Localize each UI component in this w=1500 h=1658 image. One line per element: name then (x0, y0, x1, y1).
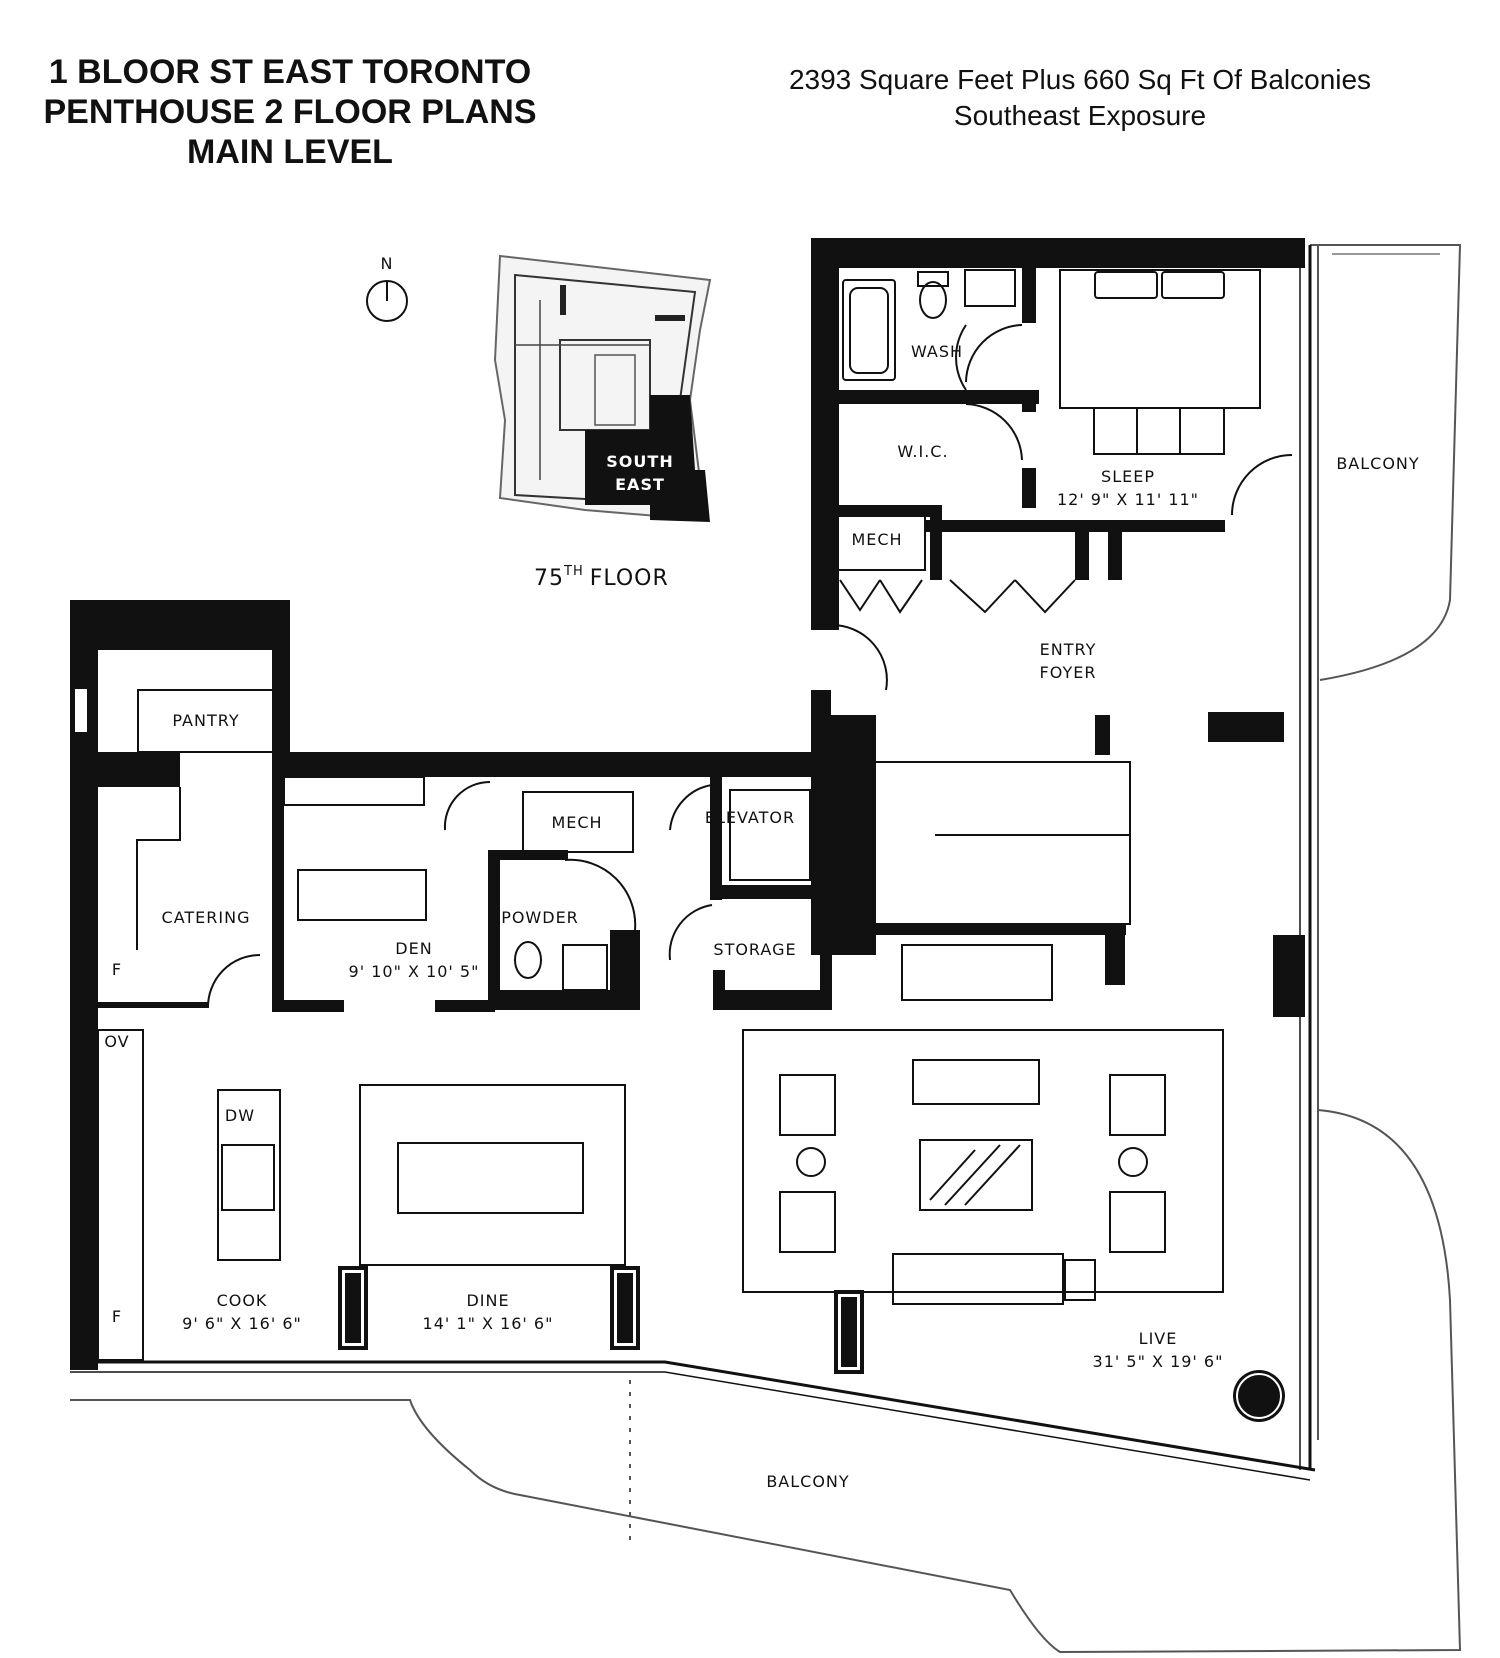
plan-title: 1 BLOOR ST EAST TORONTO PENTHOUSE 2 FLOO… (20, 52, 560, 172)
label-fridge-top: F (112, 960, 122, 979)
title-line-unit: PENTHOUSE 2 FLOOR PLANS (43, 93, 537, 131)
label-balcony-east: BALCONY (1336, 454, 1419, 473)
north-arrow-icon (366, 280, 408, 322)
label-dine: DINE (466, 1291, 509, 1310)
label-elevator: ELEVATOR (705, 808, 795, 827)
keyplan-unit-line2: EAST (615, 475, 665, 494)
keyplan-unit-line1: SOUTH (606, 452, 673, 471)
label-sleep: SLEEP (1101, 467, 1155, 486)
label-foyer: FOYER (1040, 663, 1097, 682)
walls (70, 238, 1305, 1422)
label-mech-upper: MECH (851, 530, 902, 549)
label-live-dim: 31' 5" X 19' 6" (1093, 1352, 1224, 1371)
label-mech-lower: MECH (551, 813, 602, 832)
door-swings (206, 324, 1293, 1009)
exterior-windows (70, 245, 1316, 1481)
label-wash: WASH (911, 342, 963, 361)
title-line-level: MAIN LEVEL (187, 133, 393, 171)
label-entry: ENTRY (1040, 640, 1097, 659)
label-oven: OV (104, 1032, 129, 1051)
label-balcony-south: BALCONY (766, 1472, 849, 1491)
plan-subtitle: 2393 Square Feet Plus 660 Sq Ft Of Balco… (760, 62, 1400, 134)
label-sleep-dim: 12' 9" X 11' 11" (1057, 490, 1199, 509)
label-dishwasher: DW (225, 1106, 255, 1125)
fixtures (97, 269, 1261, 1361)
label-wic: W.I.C. (897, 442, 948, 461)
label-powder: POWDER (501, 908, 579, 927)
label-cook: COOK (217, 1291, 268, 1310)
subtitle-area: 2393 Square Feet Plus 660 Sq Ft Of Balco… (788, 64, 1372, 95)
keyplan-building-icon (493, 254, 712, 522)
label-pantry: PANTRY (172, 711, 239, 730)
label-storage: STORAGE (713, 940, 796, 959)
north-label: N (381, 254, 394, 273)
label-catering: CATERING (162, 908, 251, 927)
title-line-address: 1 BLOOR ST EAST TORONTO (48, 53, 532, 91)
label-den-dim: 9' 10" X 10' 5" (349, 962, 480, 981)
label-den: DEN (395, 939, 432, 958)
label-dine-dim: 14' 1" X 16' 6" (423, 1314, 554, 1333)
label-fridge-bottom: F (112, 1307, 122, 1326)
label-cook-dim: 9' 6" X 16' 6" (182, 1314, 302, 1333)
label-live: LIVE (1139, 1329, 1178, 1348)
subtitle-exposure: Southeast Exposure (953, 100, 1207, 131)
balcony-railings (70, 244, 1462, 1654)
